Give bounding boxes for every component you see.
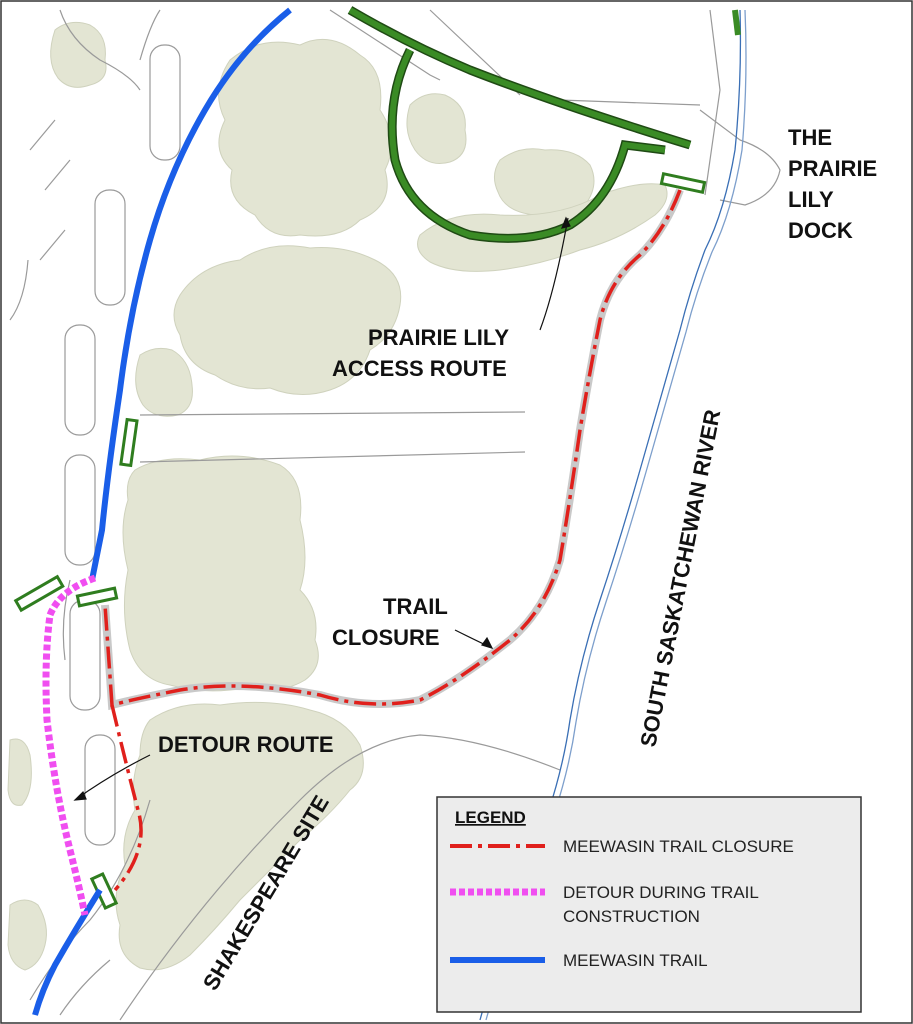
legend-label-trail: MEEWASIN TRAIL: [563, 951, 708, 970]
meewasin-trail: [89, 7, 292, 581]
access-route: [347, 6, 741, 243]
detour-label: DETOUR ROUTE: [158, 732, 334, 757]
legend-label-detour-line1: DETOUR DURING TRAIL: [563, 883, 759, 902]
legend: LEGEND MEEWASIN TRAIL CLOSURE DETOUR DUR…: [436, 796, 862, 1013]
vegetation-areas: [7, 21, 668, 971]
dock-label: THE PRAIRIE LILY DOCK: [788, 125, 877, 243]
access-label-line1: PRAIRIE LILY: [368, 325, 509, 350]
dock-label-line4: DOCK: [788, 218, 853, 243]
dock-label-line1: THE: [788, 125, 832, 150]
access-label-line2: ACCESS ROUTE: [332, 356, 507, 381]
closure-label-line1: TRAIL: [383, 594, 448, 619]
closure-label-line2: CLOSURE: [332, 625, 440, 650]
planter-strips: [64, 44, 181, 846]
detour-route: [42, 574, 97, 916]
dock-label-line2: PRAIRIE: [788, 156, 877, 181]
closure-label: TRAIL CLOSURE: [332, 594, 448, 650]
legend-title: LEGEND: [455, 808, 526, 827]
barriers: [13, 171, 707, 911]
legend-label-closure: MEEWASIN TRAIL CLOSURE: [563, 837, 794, 856]
dock-label-line3: LILY: [788, 187, 834, 212]
legend-box: [436, 796, 862, 1013]
leader-lines: [73, 216, 571, 801]
access-route-label: PRAIRIE LILY ACCESS ROUTE: [332, 325, 509, 381]
legend-label-detour-line2: CONSTRUCTION: [563, 907, 700, 926]
trail-closure-route: [101, 188, 684, 892]
